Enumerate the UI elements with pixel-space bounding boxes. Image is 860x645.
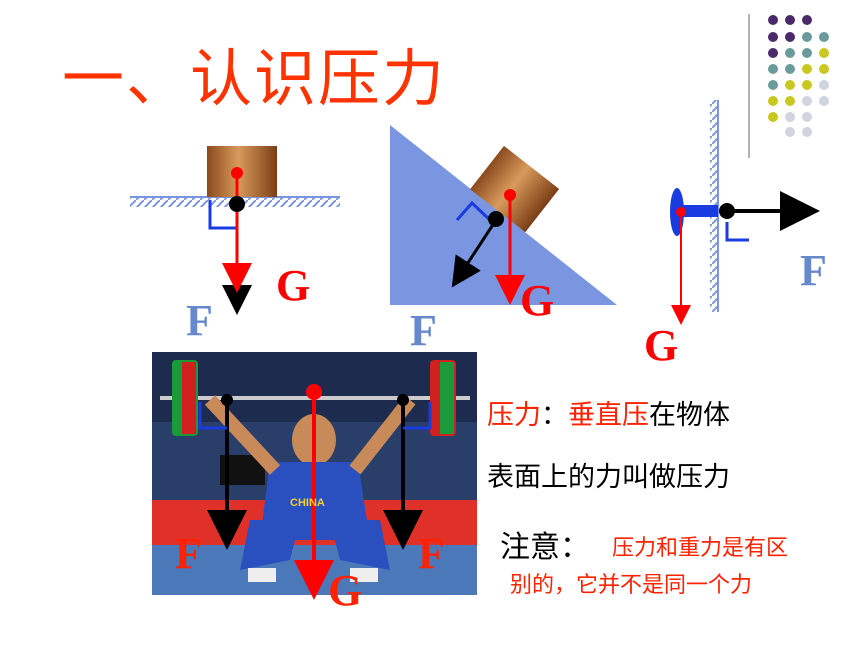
- label-g-lift: G: [328, 566, 363, 615]
- label-g-wall: G: [644, 321, 679, 370]
- jersey-text: CHINA: [290, 497, 325, 509]
- diagram-floor: [130, 146, 340, 315]
- label-f-wall: F: [800, 246, 827, 295]
- note-line-2: 别的，它并不是同一个力: [510, 573, 753, 598]
- note-line-1: 压力和重力是有区: [612, 536, 789, 561]
- definition-line-1: 压力：垂直压在物体: [487, 393, 730, 432]
- diagram-wall: [670, 100, 820, 325]
- definition-colon: ：: [541, 400, 568, 431]
- definition-rest: 在物体: [649, 400, 730, 431]
- label-f-floor: F: [186, 296, 213, 345]
- definition-line-2: 表面上的力叫做压力: [487, 462, 730, 493]
- definition-keyword: 垂直压: [568, 400, 649, 431]
- label-f-left-lift: F: [175, 529, 202, 578]
- decorative-dots: [748, 14, 829, 158]
- label-g-incline: G: [520, 276, 555, 325]
- definition-term: 压力: [487, 400, 541, 431]
- weightlifter-photo: [152, 352, 477, 600]
- slide-title: 一、认识压力: [62, 42, 447, 115]
- label-f-right-lift: F: [418, 529, 445, 578]
- note-heading: 注意：: [500, 530, 590, 565]
- diagram-incline: [390, 125, 617, 305]
- label-f-incline: F: [410, 306, 437, 355]
- label-g-floor: G: [276, 261, 311, 310]
